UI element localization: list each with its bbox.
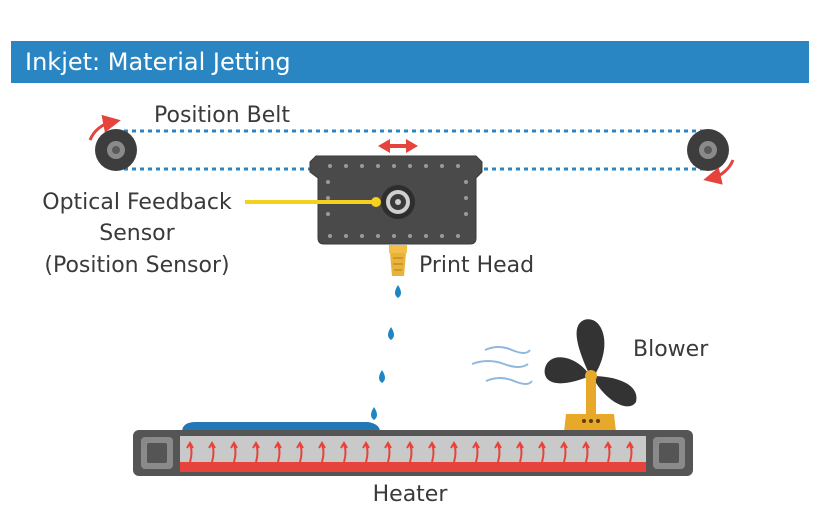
- heat-arrows: [186, 441, 634, 463]
- sensor-label-line1: Optical Feedback: [42, 190, 232, 215]
- heat-arrow: [494, 441, 502, 463]
- optical-sensor: [381, 185, 415, 219]
- heat-arrow: [560, 441, 568, 463]
- heat-arrow: [362, 441, 370, 463]
- heat-arrow: [186, 441, 194, 463]
- heat-arrow: [604, 441, 612, 463]
- heater-element: [180, 462, 646, 472]
- heater: [133, 430, 693, 476]
- sensor-leader-dot: [371, 197, 381, 207]
- left-rotation-arrow: [88, 114, 121, 141]
- print-nozzle: [389, 245, 407, 276]
- carriage-rivets: [326, 164, 468, 238]
- blower-stand: [564, 380, 616, 432]
- airflow-lines: [471, 346, 533, 385]
- heat-arrow: [538, 441, 546, 463]
- sensor-label-line2: Sensor: [99, 221, 175, 246]
- heat-arrow: [340, 441, 348, 463]
- blower-label: Blower: [633, 337, 709, 362]
- droplet: [379, 370, 385, 383]
- heat-arrow: [208, 441, 216, 463]
- heater-label: Heater: [372, 482, 448, 507]
- right-rotation-arrow: [703, 159, 735, 185]
- heat-arrow: [230, 441, 238, 463]
- heat-arrow: [318, 441, 326, 463]
- right-pulley: [687, 129, 729, 171]
- heat-arrow: [626, 441, 634, 463]
- heat-arrow: [384, 441, 392, 463]
- print-head-label: Print Head: [419, 253, 535, 278]
- heat-arrow: [472, 441, 480, 463]
- sensor-label-line3: (Position Sensor): [44, 253, 230, 278]
- heat-arrow: [516, 441, 524, 463]
- position-belt-label: Position Belt: [154, 103, 291, 128]
- heat-arrow: [252, 441, 260, 463]
- droplet: [371, 407, 377, 420]
- droplet: [395, 285, 401, 298]
- carriage-motion-arrow: [378, 139, 418, 153]
- material-layer: [182, 422, 380, 432]
- droplets: [371, 285, 401, 420]
- left-pulley: [95, 129, 137, 171]
- heat-arrow: [428, 441, 436, 463]
- heat-arrow: [582, 441, 590, 463]
- blower-fan: [544, 319, 637, 407]
- heat-arrow: [296, 441, 304, 463]
- heat-arrow: [274, 441, 282, 463]
- droplet: [388, 327, 394, 340]
- diagram-title: Inkjet: Material Jetting: [25, 48, 291, 76]
- title-bar: Inkjet: Material Jetting: [11, 41, 809, 83]
- heat-arrow: [450, 441, 458, 463]
- heat-arrow: [406, 441, 414, 463]
